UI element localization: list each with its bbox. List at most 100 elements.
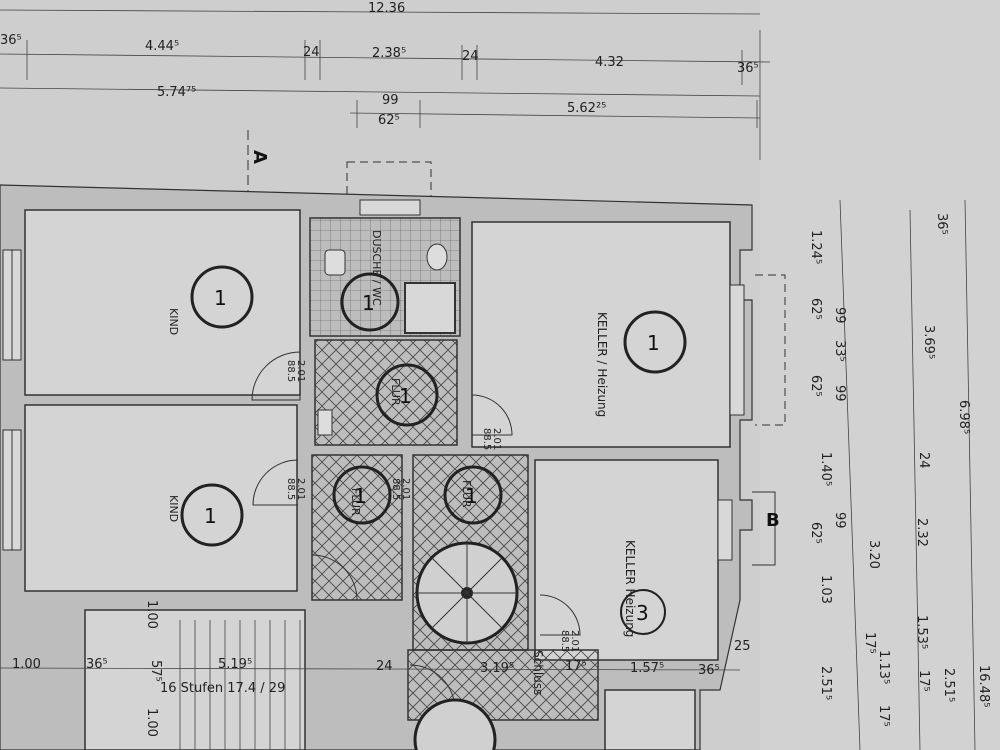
svg-text:57⁵: 57⁵ (148, 660, 163, 682)
svg-text:36⁵: 36⁵ (934, 213, 949, 235)
room-flur-1 (314, 339, 458, 446)
svg-text:36⁵: 36⁵ (698, 663, 720, 678)
svg-text:25: 25 (734, 639, 751, 654)
svg-text:1.03: 1.03 (818, 575, 833, 604)
svg-text:62⁵: 62⁵ (808, 298, 823, 320)
straight-stair (179, 620, 301, 750)
room-name: FLUR (460, 480, 473, 508)
room-keller-1 (471, 221, 731, 448)
svg-text:24: 24 (376, 659, 393, 674)
svg-text:88.5: 88.5 (559, 630, 570, 652)
room-number-circle (340, 272, 400, 332)
svg-text:2.01: 2.01 (400, 478, 411, 500)
dim-wall-b: 24 (462, 49, 479, 64)
svg-text:2.01: 2.01 (295, 360, 306, 382)
room-name: KELLER Heizung (623, 540, 637, 637)
dim-seg1: 4.44⁵ (145, 39, 179, 54)
room-number: 1 (647, 331, 660, 355)
svg-text:1.57⁵: 1.57⁵ (630, 661, 664, 676)
svg-text:99: 99 (832, 385, 847, 402)
room-name: KIND (167, 495, 180, 522)
room-name: FLUR (349, 488, 362, 516)
dim-overall: 12.36 (368, 1, 405, 16)
room-number: 1 (204, 504, 217, 528)
dim-half-right: 5.62²⁵ (567, 101, 606, 116)
svg-text:5.19⁵: 5.19⁵ (218, 657, 252, 672)
svg-text:17⁵: 17⁵ (916, 670, 931, 692)
right-dims-a: 1.24⁵ 62⁵ 99 33⁵ 62⁵ 99 1.40⁵ 62⁵ 99 1.0… (808, 230, 847, 700)
room-flur-2 (311, 454, 403, 601)
dim-seg3: 4.32 (595, 55, 624, 70)
svg-text:1.00: 1.00 (144, 708, 159, 737)
svg-text:A: A (249, 150, 270, 164)
svg-text:16.48⁵: 16.48⁵ (976, 665, 991, 707)
sanitary-fixtures (317, 243, 456, 436)
svg-text:1.24⁵: 1.24⁵ (808, 230, 823, 264)
dim-wall-a: 24 (303, 45, 320, 60)
room-names: KIND KIND DUSCHE / WC FLUR FLUR FLUR KEL… (167, 230, 637, 637)
svg-text:17⁵: 17⁵ (862, 632, 877, 654)
svg-text:24: 24 (916, 452, 931, 469)
svg-text:2.01: 2.01 (491, 428, 502, 450)
section-marker-a: A (247, 130, 270, 215)
right-dimensions (839, 199, 976, 750)
room-kind-2 (24, 404, 298, 592)
dim-opening-a: 99 (382, 93, 399, 108)
room-bottom-right (604, 689, 696, 750)
rooms (24, 209, 731, 750)
room-number-circle (332, 465, 392, 525)
svg-text:1.00: 1.00 (144, 600, 159, 629)
room-name: DUSCHE / WC (370, 230, 383, 306)
room-number-circle (443, 465, 503, 525)
bottom-dimensions: 1.00 36⁵ 1.00 57⁵ 1.00 5.19⁵ 16 Stufen 1… (0, 600, 751, 737)
dim-half-left: 5.74⁷⁵ (157, 85, 196, 100)
top-dimensions: 12.36 36⁵ 4.44⁵ 24 2.38⁵ 24 4.32 36⁵ 5.7… (0, 1, 771, 160)
shaft-label: Schluss (531, 650, 545, 695)
svg-text:88.5: 88.5 (285, 478, 296, 500)
dim-left-wall: 36⁵ (0, 33, 22, 48)
dim-seg2: 2.38⁵ (372, 46, 406, 61)
svg-text:62⁵: 62⁵ (808, 522, 823, 544)
room-number: 1 (399, 384, 412, 408)
svg-text:2.51⁵: 2.51⁵ (941, 668, 956, 702)
svg-text:88.5: 88.5 (390, 478, 401, 500)
svg-text:88.5: 88.5 (285, 360, 296, 382)
room-number: 1 (354, 484, 367, 508)
room-number: 1 (362, 291, 375, 315)
spiral-stair (413, 541, 519, 750)
svg-text:88.5: 88.5 (481, 428, 492, 450)
room-kind-1 (24, 209, 301, 396)
svg-text:99: 99 (832, 512, 847, 529)
room-number-circle (620, 589, 666, 635)
room-number-circle (180, 483, 244, 547)
svg-text:1.13⁵: 1.13⁵ (876, 650, 891, 684)
svg-text:17⁵: 17⁵ (565, 659, 587, 674)
svg-text:2.01: 2.01 (295, 478, 306, 500)
room-number: 1 (214, 286, 227, 310)
room-number: 3 (636, 601, 649, 625)
svg-text:17⁵: 17⁵ (876, 705, 891, 727)
room-number: 1 (465, 484, 478, 508)
room-name: KELLER / Heizung (595, 312, 609, 417)
svg-text:33⁵: 33⁵ (832, 340, 847, 362)
room-name: FLUR (389, 378, 402, 406)
svg-text:2.51⁵: 2.51⁵ (818, 666, 833, 700)
svg-text:3.19⁵: 3.19⁵ (480, 661, 514, 676)
room-number-circle (623, 310, 687, 374)
windows (2, 199, 745, 561)
room-number-circle (190, 265, 254, 329)
stair-steps-label: 16 Stufen 17.4 / 29 (160, 681, 285, 696)
svg-text:1.00: 1.00 (12, 657, 41, 672)
room-number-circle (375, 363, 439, 427)
svg-text:2.32: 2.32 (914, 518, 929, 547)
right-dims-c: 6.98⁵ 16.48⁵ (956, 400, 991, 707)
right-dims-b: 36⁵ 3.69⁵ 24 2.32 1.53⁵ 17⁵ 2.51⁵ (914, 213, 956, 702)
svg-text:99: 99 (832, 307, 847, 324)
dim-right-wall: 36⁵ (737, 61, 759, 76)
svg-text:1.53⁵: 1.53⁵ (914, 615, 929, 649)
dim-opening-b: 62⁵ (378, 113, 400, 128)
room-markers: 1 1 1 1 1 1 1 3 (180, 265, 687, 635)
svg-text:62⁵: 62⁵ (808, 375, 823, 397)
svg-text:3.20: 3.20 (866, 540, 881, 569)
